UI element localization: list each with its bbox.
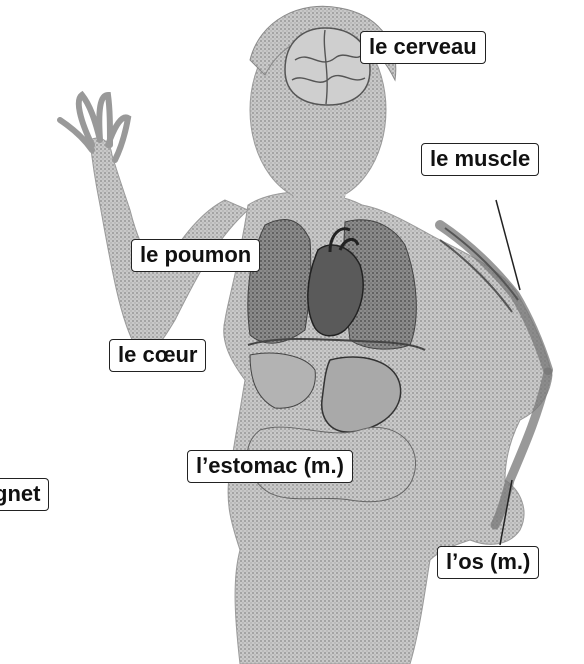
label-lung: le poumon (131, 239, 260, 272)
label-muscle: le muscle (421, 143, 539, 176)
label-stomach: l’estomac (m.) (187, 450, 353, 483)
label-brain: le cerveau (360, 31, 486, 64)
hand-fingers (60, 95, 128, 160)
label-wrist-partial: gnet (0, 478, 49, 511)
label-bone: l’os (m.) (437, 546, 539, 579)
label-heart: le cœur (109, 339, 206, 372)
neck (292, 188, 348, 215)
